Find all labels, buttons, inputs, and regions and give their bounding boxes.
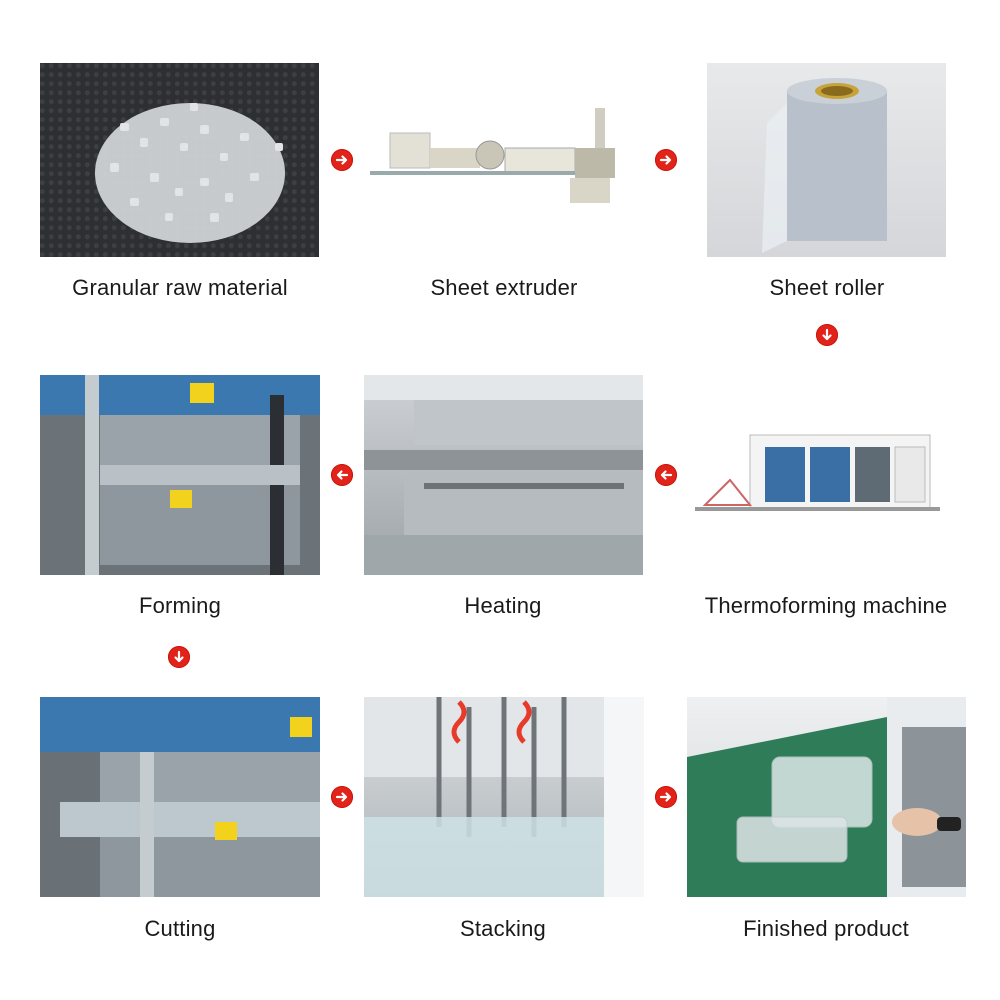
finished-product-photo <box>687 697 966 897</box>
arrow-right-icon <box>655 786 677 808</box>
arrow-right-icon <box>331 786 353 808</box>
arrow-down-icon <box>816 324 838 346</box>
step-caption-heating: Heating <box>464 593 542 618</box>
step-caption-stacking: Stacking <box>460 916 546 941</box>
step-caption-cutting: Cutting <box>144 916 216 941</box>
arrow-right-icon <box>331 149 353 171</box>
step-caption-granular-raw-material: Granular raw material <box>72 275 288 300</box>
arrow-down-icon <box>168 646 190 668</box>
cutting-photo <box>40 697 320 897</box>
thermoforming-machine-photo <box>695 425 945 525</box>
granular-raw-material-photo <box>40 63 319 257</box>
arrow-left-icon <box>655 464 677 486</box>
step-caption-sheet-extruder: Sheet extruder <box>430 275 578 300</box>
sheet-roller-photo <box>707 63 946 257</box>
stacking-photo <box>364 697 644 897</box>
sheet-extruder-photo <box>370 93 640 223</box>
step-caption-forming: Forming <box>138 593 222 618</box>
forming-photo <box>40 375 320 575</box>
arrow-right-icon <box>655 149 677 171</box>
step-caption-sheet-roller: Sheet roller <box>769 275 885 300</box>
step-caption-finished-product: Finished product <box>743 916 909 941</box>
step-caption-thermoforming-machine: Thermoforming machine <box>704 593 948 618</box>
heating-photo <box>364 375 643 575</box>
arrow-left-icon <box>331 464 353 486</box>
